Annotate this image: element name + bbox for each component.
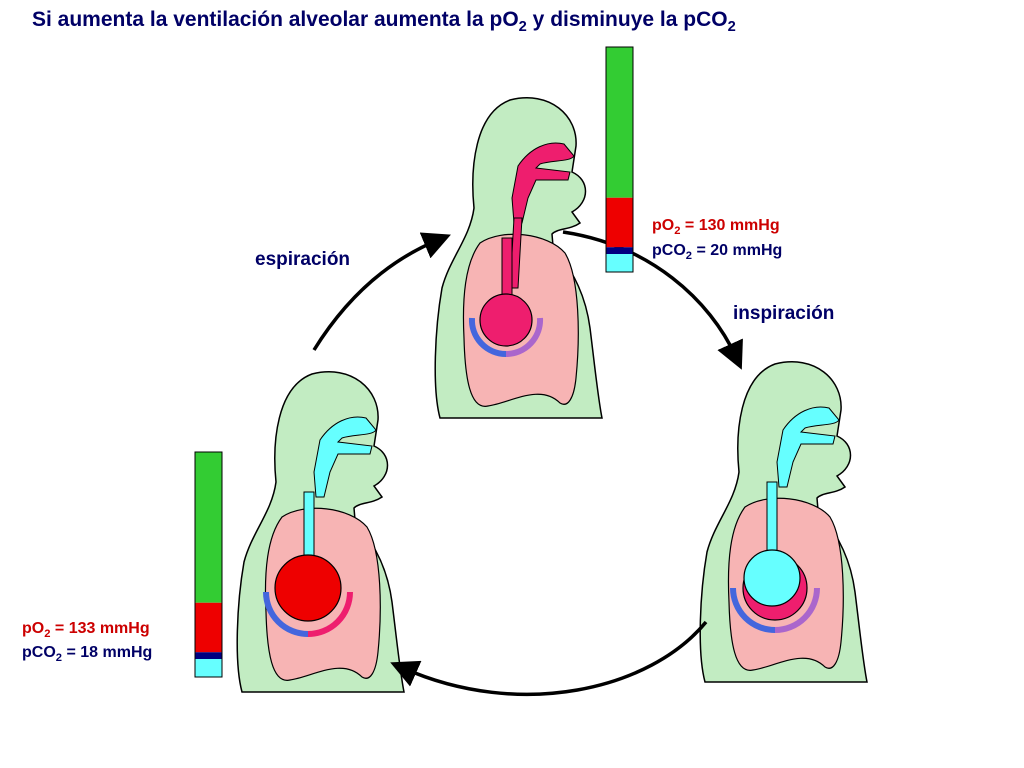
readout-left-po2: pO2 = 133 mmHg [22,620,150,641]
readout-top-po2: pO2 = 130 mmHg [652,217,780,238]
bar-outline [605,46,634,273]
bar-segment-red [195,602,222,653]
readout-left-pco2: pCO2 = 18 mmHg [22,644,153,665]
bar-segment-green [195,452,222,603]
bar-segment-cyan [606,254,633,272]
bar-segment-red [606,197,633,248]
gas-bar-top [605,46,634,273]
page-title: Si aumenta la ventilación alveolar aumen… [32,8,736,35]
title-pre: Si aumenta la ventilación alveolar aumen… [32,8,519,31]
readout-top-pco2: pCO2 = 20 mmHg [652,242,783,263]
bar-segment-navy [606,247,633,254]
figure-right [699,361,868,683]
bar-segment-cyan [195,659,222,677]
arrow-inspiracion [562,230,743,370]
arrow-espiracion [312,232,451,351]
figure-left [236,371,405,693]
bar-outline [194,451,223,678]
title-mid: y disminuye la pCO [526,8,728,31]
bar-segment-green [606,47,633,198]
figure-top [434,97,603,419]
arrow-return [390,620,708,697]
bar-segment-navy [195,652,222,659]
gas-bar-bottom-left [194,451,223,678]
title-sub2: 2 [727,19,736,36]
label-inspiracion: inspiración [733,303,835,324]
title-sub1: 2 [518,19,527,36]
label-espiracion: espiración [255,249,351,270]
